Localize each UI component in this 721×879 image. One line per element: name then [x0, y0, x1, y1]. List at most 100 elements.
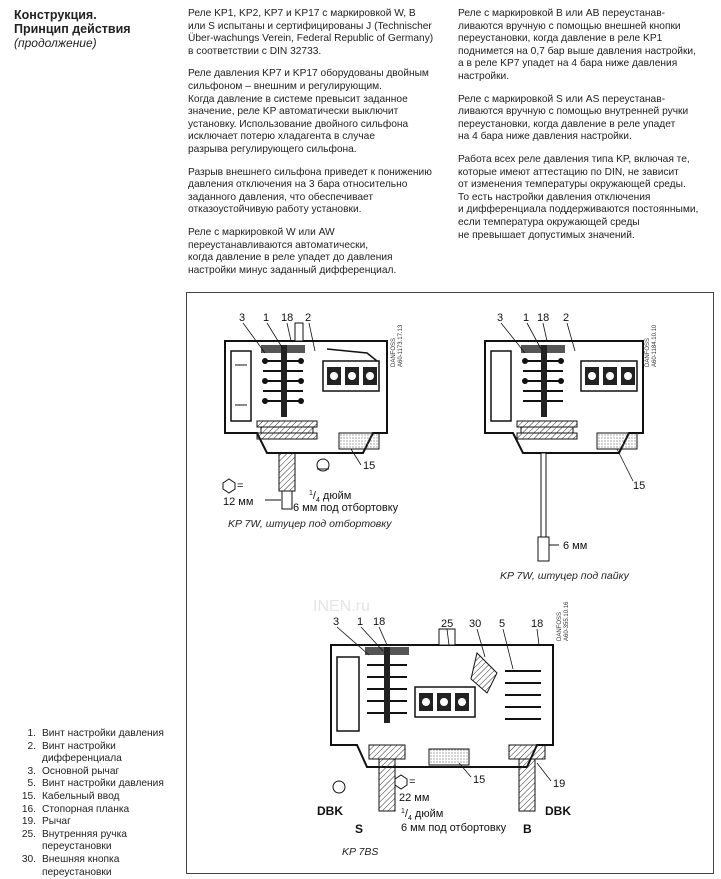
section-title: Конструкция. Принцип действия [14, 8, 131, 36]
legend-number: 1. [27, 728, 37, 739]
title-line-1: Конструкция. [14, 8, 97, 22]
text-line: отказоустойчивую работу установки. [188, 204, 362, 216]
text-line: значение, реле KP автоматически выключит [188, 106, 399, 118]
legend-number: 19. [21, 816, 36, 828]
fig2-callout-2: 2 [563, 312, 569, 324]
section-subtitle: (продолжение) [14, 36, 97, 50]
text-line: а в реле KP7 упадет на 4 бара ниже давле… [458, 58, 678, 70]
text-line: ливаются вручную с помощью внутренней ру… [458, 106, 689, 118]
legend-number: 15. [21, 790, 36, 802]
legend-item: 1. Винт настройки давления [10, 728, 180, 741]
text-line: исключает потерю хладагента в случае [188, 131, 375, 143]
text-line: когда давление в реле упадет до давления [188, 252, 393, 264]
title-line-2: Принцип действия [14, 22, 131, 36]
svg-text:=: = [409, 776, 415, 788]
fig1-callout-18: 18 [281, 312, 293, 324]
legend-text: Винт настройки давления [42, 728, 164, 739]
text-line: Работа всех реле давления типа KP, включ… [458, 153, 690, 165]
fig2-callout-18: 18 [537, 312, 549, 324]
column1-paragraph: Реле давления KP7 и KP17 оборудованы дво… [188, 68, 446, 156]
fig1-code-1: DANFOSS [391, 338, 397, 367]
legend-text: Винт настройки дифференциала [42, 740, 122, 765]
legend-number: 5. [27, 778, 37, 790]
legend-item: 15. Кабельный ввод [10, 791, 180, 804]
legend-item: 16. Стопорная планка [10, 804, 180, 817]
fig2-callout-3: 3 [497, 312, 503, 324]
text-line: сильфоном – внешним и регулирующим. [188, 80, 382, 92]
legend-text: Основной рычаг [42, 765, 120, 777]
legend-item: 30. Внешняя кнопка переустановки [10, 854, 180, 879]
fig1-dim-12mm: 12 мм [223, 496, 253, 508]
legend-number: 16. [21, 803, 36, 815]
figure-kp7w-flare: 3 1 18 2 15 DANFOSS A60-1173.17.13 = 12 … [222, 312, 404, 514]
legend-text: Внешняя кнопка переустановки [42, 853, 120, 878]
text-column-2: Реле с маркировкой B или AB переустанав-… [458, 8, 716, 252]
text-line: переустановки, когда давление в реле упа… [458, 118, 676, 130]
fig1-callout-2: 2 [305, 312, 311, 324]
text-line: Реле KP1, KP2, KP7 и KP17 с маркировкой … [188, 8, 416, 19]
column2-paragraph: Реле с маркировкой B или AB переустанав-… [458, 8, 716, 84]
fig3-callout-1: 1 [357, 616, 363, 628]
text-line: переустанавливаются автоматически, [188, 239, 369, 251]
column2-paragraph: Работа всех реле давления типа KP, включ… [458, 154, 716, 242]
legend-item: 2. Винт настройки дифференциала [10, 741, 180, 766]
parts-legend: 1. Винт настройки давления 2. Винт настройк… [10, 728, 180, 879]
text-line: настройки. [458, 70, 510, 82]
fig3-callout-15: 15 [473, 774, 485, 786]
legend-text: Кабельный ввод [42, 790, 120, 802]
legend-text: Стопорная планка [42, 803, 130, 815]
text-line: разрыва регулирующего сильфона. [188, 143, 357, 155]
legend-text: Рычаг [42, 816, 71, 828]
fig3-callout-25: 25 [441, 618, 453, 630]
fig1-callout-15: 15 [363, 460, 375, 472]
text-line: которые имеют аттестацию по DIN, не зави… [458, 166, 679, 178]
fig2-caption: KP 7W, штуцер под пайку [500, 570, 629, 582]
fig1-dim-quarter-inch: 1/4 дюйм [309, 490, 351, 504]
fig3-code-2: A60-355.10.16 [564, 601, 570, 641]
legend-text: Винт настройки давления [42, 778, 164, 790]
text-line: Реле с маркировкой W или AW [188, 226, 335, 238]
fig1-dim-flare: 6 мм под отбортовку [293, 502, 399, 514]
fig2-dim-6mm: 6 мм [563, 540, 587, 552]
fig3-callout-19: 19 [553, 778, 565, 790]
figure-kp7w-solder: 6 мм 3 1 18 2 15 DANFOSS A60-1184.10.10 [484, 312, 658, 562]
text-column-1: Реле KP1, KP2, KP7 и KP17 с маркировкой … [188, 8, 446, 287]
legend-number: 2. [27, 740, 37, 752]
fig2-code-2: A60-1184.10.10 [652, 324, 658, 367]
text-line: Über-wachungs Verein, Federal Republic o… [188, 33, 434, 45]
legend-number: 30. [21, 853, 36, 865]
fig3-dbk-left: DBK [317, 804, 343, 818]
text-line: или S испытаны и сертифицированы J (Tech… [188, 20, 432, 32]
legend-text: Внутренняя ручка переустановки [42, 828, 127, 853]
fig3-callout-5: 5 [499, 618, 505, 630]
legend-number: 3. [27, 765, 37, 777]
fig3-dim-quarter-inch: 1/4 дюйм [401, 808, 443, 822]
text-line: и дифференциала поддерживаются постоянны… [458, 204, 699, 216]
fig3-callout-30: 30 [469, 618, 481, 630]
legend-item: 19. Рычаг [10, 816, 180, 829]
fig1-code-2: A60-1173.17.13 [398, 324, 404, 367]
fig3-callout-3: 3 [333, 616, 339, 628]
fig1-callout-3: 3 [239, 312, 245, 324]
text-line: переустановки, когда давление в реле KP1 [458, 33, 663, 45]
fig3-caption: KP 7BS [342, 846, 379, 858]
text-line: давления отключения на 3 бара относитель… [188, 179, 408, 191]
fig1-callout-1: 1 [263, 312, 269, 324]
fig3-dbk-right: DBK [545, 804, 571, 818]
legend-item: 25. Внутренняя ручка переустановки [10, 829, 180, 854]
text-line: То есть настройки давления отключения [458, 191, 651, 203]
text-line: Реле с маркировкой S или AS переустанав- [458, 93, 666, 105]
column1-paragraph: Разрыв внешнего сильфона приведет к пони… [188, 167, 446, 217]
fig3-code-1: DANFOSS [557, 612, 563, 641]
text-line: Когда давление в системе превысит заданн… [188, 93, 408, 105]
text-line: заданного давления, что обеспечивает [188, 191, 374, 203]
figure-kp7bs: = 3 1 18 25 30 5 18 15 19 DANFOSS A60-35… [313, 598, 571, 836]
text-line: если температура окружающей среды [458, 216, 640, 228]
text-line: установку. Использование двойного сильфо… [188, 118, 409, 130]
text-line: от изменения температуры окружающей сред… [458, 179, 686, 191]
legend-number: 25. [21, 828, 36, 840]
fig2-callout-15: 15 [633, 480, 645, 492]
text-line: Реле с маркировкой B или AB переустанав- [458, 8, 666, 19]
figure-box: 3 1 18 2 15 DANFOSS A60-1173.17.13 = 12 … [186, 292, 714, 874]
legend-item: 5. Винт настройки давления [10, 778, 180, 791]
